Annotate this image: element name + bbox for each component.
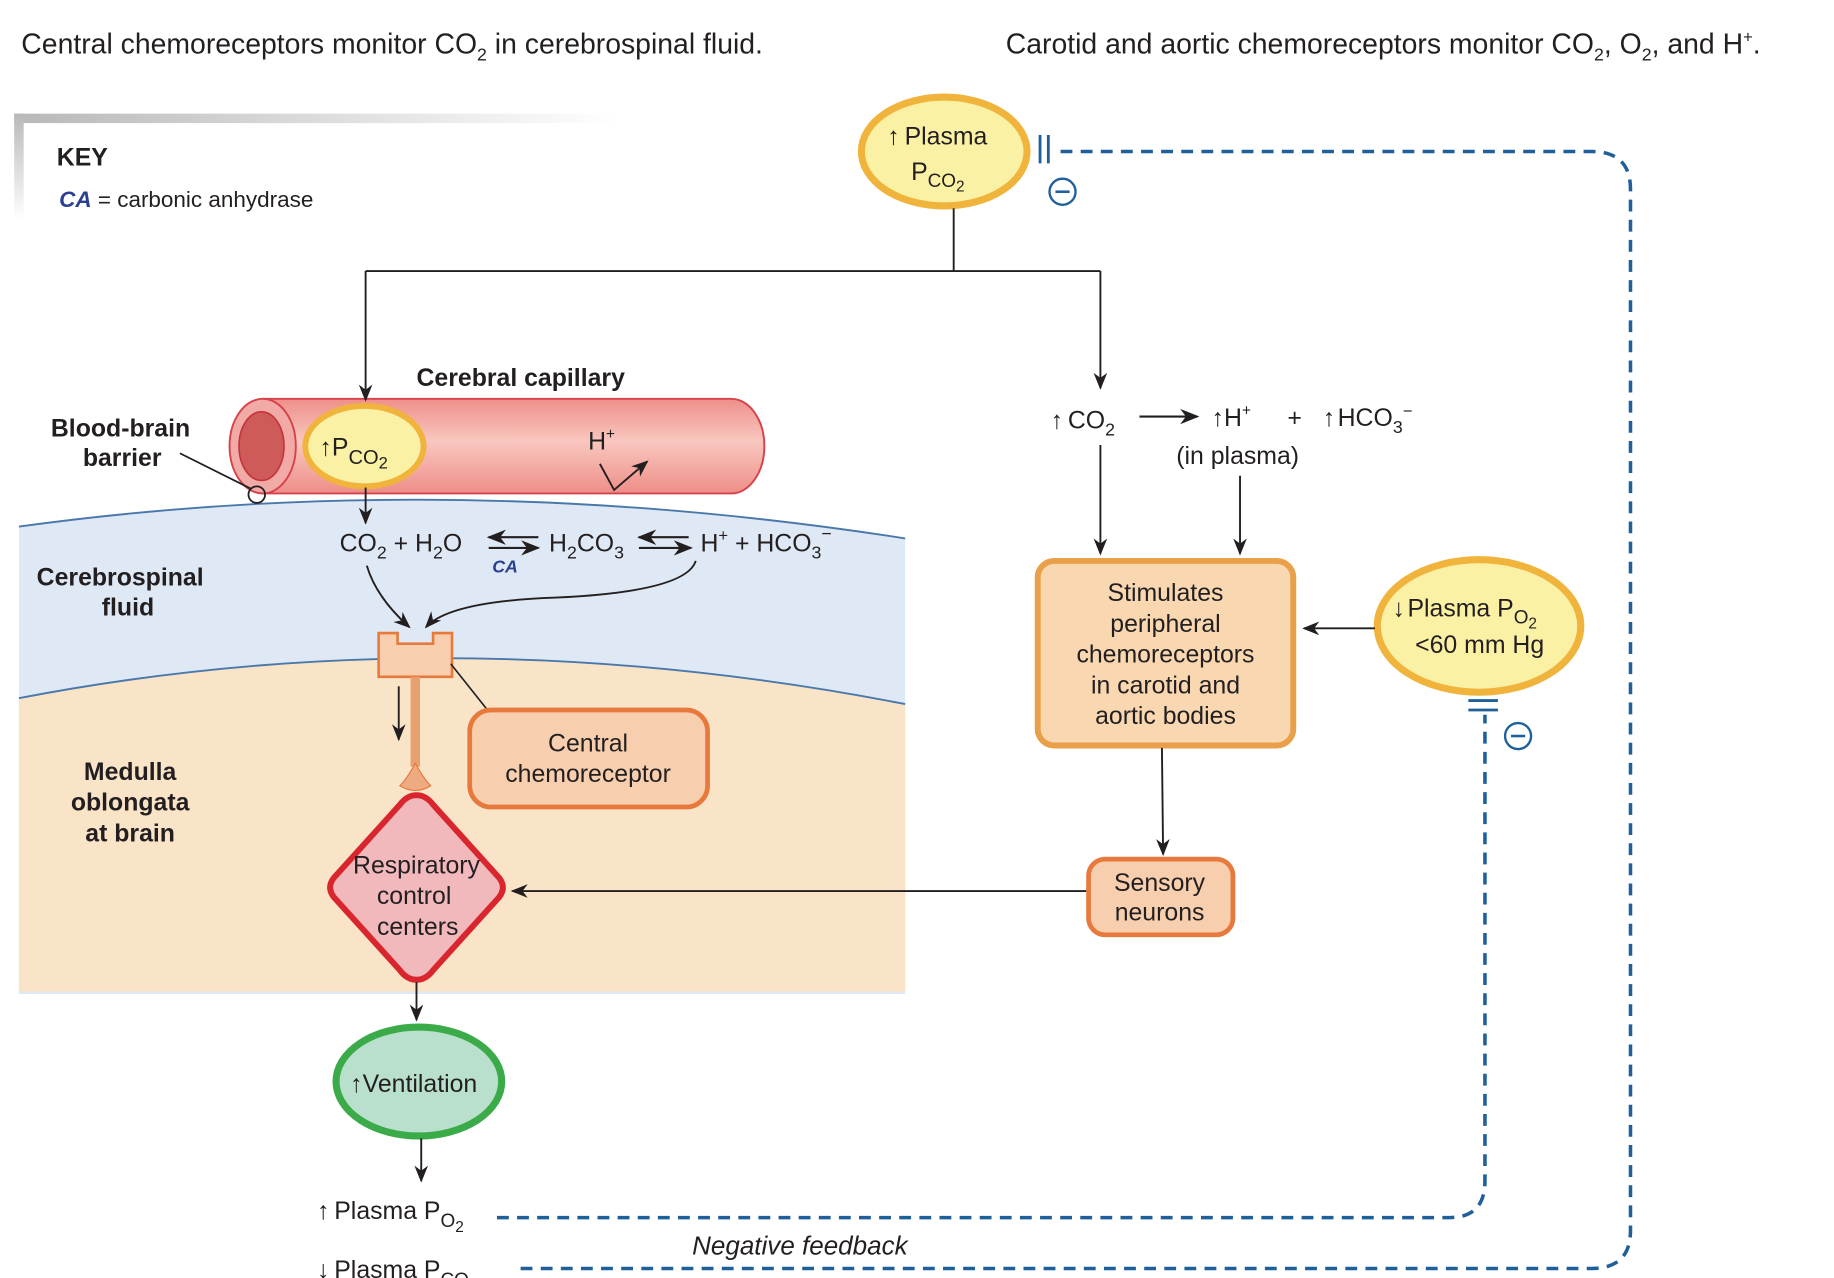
receptor-input-arrows [365,560,697,629]
sensory-neurons-box [1086,856,1236,938]
plasma-po2-low-line1: ↓Plasma PO2 [1393,596,1537,633]
respiratory-centers-line3: centers [377,914,458,941]
capillary-h-label: H+ [588,426,615,456]
sensory-line1: Sensory [1114,870,1206,897]
plasma-reaction-note: (in plasma) [1176,443,1299,470]
respiratory-centers-node [327,792,506,983]
csf-reaction-mid: H2CO3 [549,530,624,562]
bbb-label-line1: Blood-brain [51,416,190,443]
medulla-boundary [18,657,906,706]
equilibrium-arrows-2 [637,529,693,556]
header-central: Central chemoreceptors monitor CO2 in ce… [21,28,763,64]
csf-label-line1: Cerebrospinal [37,565,204,592]
feedback-loop-pco2 [520,149,1633,1271]
csf-boundary-top [18,498,906,540]
top-flow-lines [358,208,1108,525]
feedback-loops [496,149,1633,1271]
bbb-label-line2: barrier [83,445,162,472]
receptor-leader [450,663,489,711]
medulla-label-line3: at brain [85,820,175,847]
capillary-label: Cerebral capillary [416,365,625,392]
peripheral-line3: chemoreceptors [1076,642,1254,669]
capillary-pco2-node [302,402,427,490]
plasma-reaction-plus: + [1287,405,1302,432]
inhibition-bar-top [1038,134,1050,164]
bbb-leader [179,452,252,490]
plasma-pco2-line2: PCO2 [911,159,965,196]
peripheral-line1: Stimulates [1108,580,1224,607]
key-panel: KEY CA = carbonic anhydrase [14,113,618,221]
ventilation-label: ↑Ventilation [350,1071,477,1098]
central-chemoreceptor-cell [377,631,454,792]
plasma-pco2-line1: ↑Plasma [887,123,987,150]
peripheral-input-arrows [1093,444,1247,556]
h-blocked-arrow [599,460,649,492]
medulla-label-line2: oblongata [71,790,190,817]
inhibition-bar-po2 [1468,699,1498,712]
ventilation-node [332,1023,506,1140]
peripheral-to-sensory-arrow [1156,747,1170,857]
plasma-pco2-node [857,93,1031,210]
feedback-loop-po2 [496,714,1487,1220]
respiratory-centers-line2: control [377,883,452,910]
key-entry: CA = carbonic anhydrase [59,187,313,212]
central-chemoreceptor-line2: chemoreceptor [505,761,671,788]
minus-icon-top [1048,177,1077,206]
csf-reaction-left: CO2 + H2O [340,530,463,562]
sensory-line2: neurons [1115,900,1205,927]
ca-enzyme-label: CA [492,557,518,577]
medulla-label-line1: Medulla [84,759,177,786]
key-title: KEY [57,145,108,172]
csf-label-line2: fluid [102,594,154,621]
output-plasma-pco2: ↓Plasma PCO2 [317,1257,477,1278]
bbb-marker [247,485,266,504]
output-plasma-po2: ↑Plasma PO2 [317,1198,464,1236]
plasma-reaction-hco3: ↑HCO3− [1323,402,1413,438]
peripheral-chemoreceptors-box [1034,557,1297,749]
peripheral-line5: aortic bodies [1095,703,1236,730]
minus-icon-po2 [1503,721,1533,751]
central-chemoreceptor-box [467,707,710,810]
peripheral-line4: in carotid and [1091,672,1240,699]
plasma-reaction: ↑CO2 [1051,407,1115,439]
negative-feedback-label: Negative feedback [692,1230,909,1260]
csf-reaction-right: H+ + HCO3− [700,524,831,563]
central-chemoreceptor-line1: Central [548,730,628,757]
equilibrium-arrows-1 [486,529,541,556]
peripheral-line2: peripheral [1110,611,1220,638]
capillary-pco2-label: ↑PCO2 [319,435,387,473]
respiratory-centers-line1: Respiratory [353,852,481,879]
plasma-reaction-h: ↑H+ [1212,402,1251,432]
plasma-po2-low-node [1373,556,1585,696]
header-peripheral: Carotid and aortic chemoreceptors monito… [1006,28,1761,65]
plasma-po2-low-line2: <60 mm Hg [1415,632,1544,659]
